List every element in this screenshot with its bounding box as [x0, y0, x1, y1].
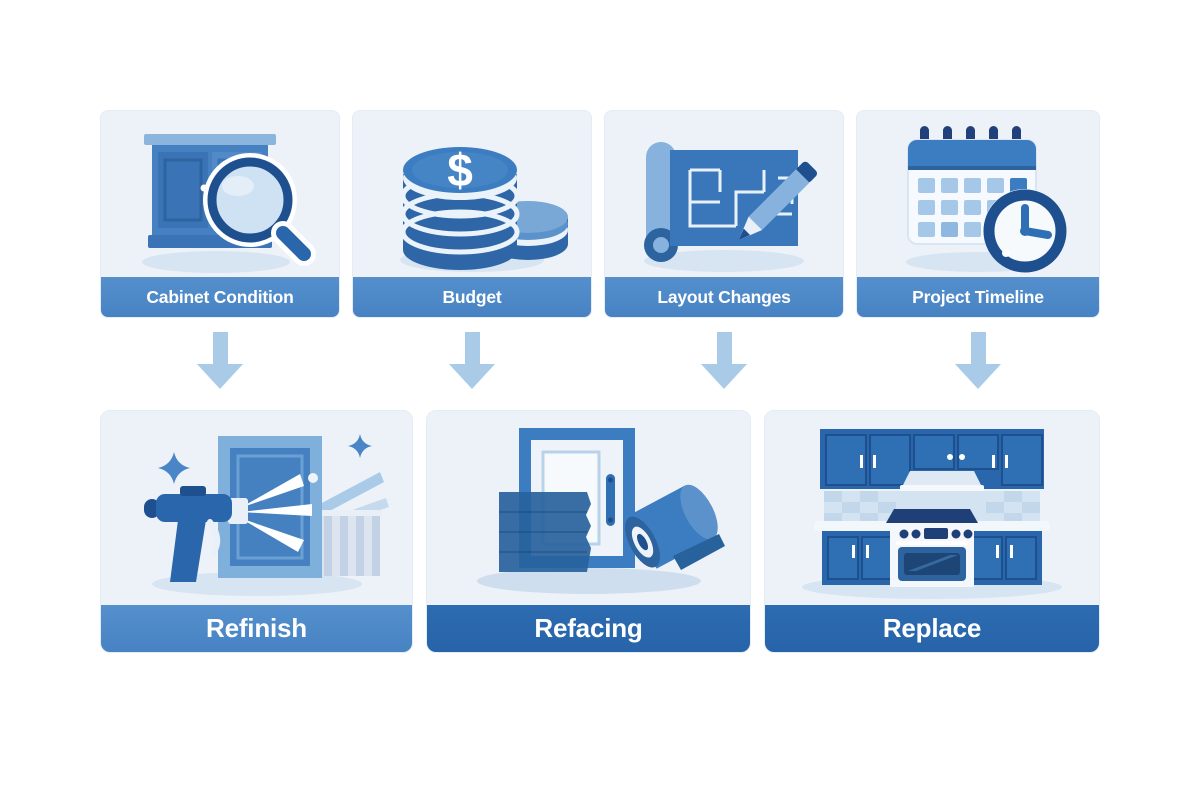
option-label: Refinish: [206, 613, 307, 643]
option-label: Replace: [882, 613, 982, 643]
option-label-bar: Replace: [765, 605, 1099, 652]
new-kitchen-cabinets-icon: [765, 411, 1099, 605]
factor-label-bar: Budget: [353, 277, 591, 317]
option-card-replace: Replace: [764, 410, 1100, 653]
factor-label: Cabinet Condition: [146, 286, 294, 307]
factor-card-budget: $ Budget: [352, 110, 592, 318]
factor-card-cabinet-condition: Cabinet Condition: [100, 110, 340, 318]
option-card-refacing: Refacing: [426, 410, 751, 653]
down-arrow-icon: [197, 332, 243, 389]
down-arrow-icon: [449, 332, 495, 389]
down-arrow-icon: [955, 332, 1001, 389]
cabinet-magnifier-icon: [101, 111, 339, 277]
factor-label-bar: Cabinet Condition: [101, 277, 339, 317]
option-label: Refacing: [534, 613, 643, 643]
factor-label: Project Timeline: [912, 286, 1044, 307]
spray-gun-door-icon: [101, 411, 412, 605]
factor-label: Layout Changes: [657, 286, 791, 307]
factor-label-bar: Project Timeline: [857, 277, 1099, 317]
coin-stack-icon: $: [353, 111, 591, 277]
down-arrow-icon: [701, 332, 747, 389]
factor-card-project-timeline: Project Timeline: [856, 110, 1100, 318]
factor-label: Budget: [442, 286, 502, 307]
door-veneer-roll-icon: [427, 411, 750, 605]
dollar-sign: $: [447, 144, 473, 196]
option-label-bar: Refacing: [427, 605, 750, 652]
option-label-bar: Refinish: [101, 605, 412, 652]
factor-label-bar: Layout Changes: [605, 277, 843, 317]
factor-card-layout-changes: Layout Changes: [604, 110, 844, 318]
calendar-clock-icon: [857, 111, 1099, 277]
option-card-refinish: Refinish: [100, 410, 413, 653]
blueprint-pencil-icon: [605, 111, 843, 277]
